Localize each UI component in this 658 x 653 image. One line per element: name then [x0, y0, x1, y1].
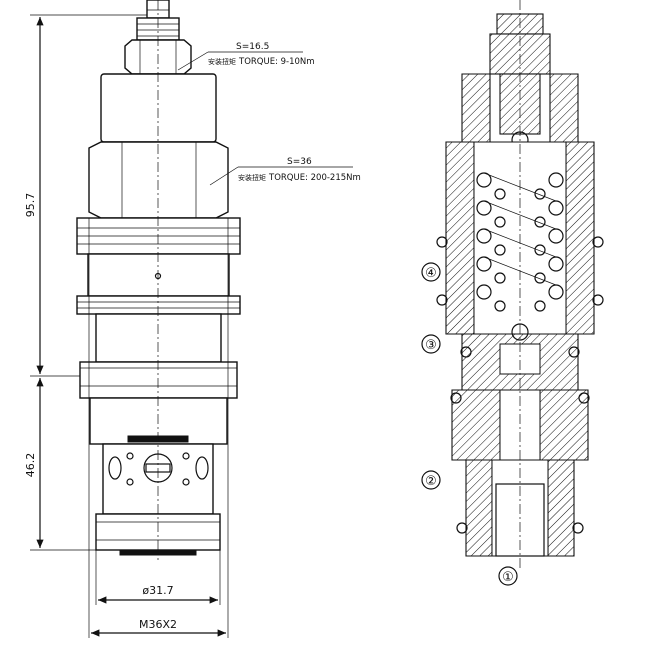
dimension-lines: [30, 14, 353, 638]
small-nut-size: S=16.5: [236, 42, 269, 52]
callout-3: ③: [425, 338, 437, 353]
diameter-label: ø31.7: [142, 584, 173, 597]
large-nut-torque: TORQUE: 200-215Nm: [268, 173, 361, 183]
callout-4: ④: [425, 266, 437, 281]
callout-2: ②: [425, 474, 437, 489]
height-upper-label: 95.7: [24, 193, 37, 218]
external-view: [76, 0, 241, 560]
callout-markers: [421, 262, 518, 586]
height-lower-label: 46.2: [24, 453, 37, 478]
thread-label: M36X2: [139, 618, 177, 631]
section-view: [436, 0, 604, 570]
small-nut-torque: TORQUE: 9-10Nm: [238, 57, 315, 67]
large-nut-size: S=36: [287, 157, 312, 167]
large-nut-label: 安装扭矩: [238, 173, 266, 182]
small-nut-label: 安装扭矩: [208, 57, 236, 66]
callout-1: ①: [502, 570, 514, 585]
